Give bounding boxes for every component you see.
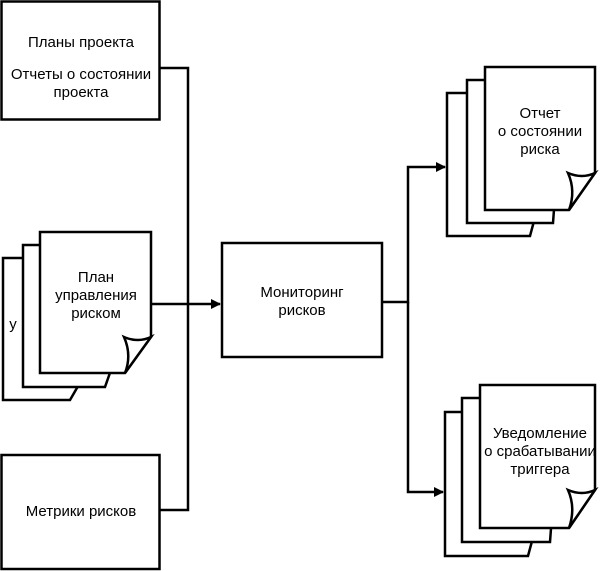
trigger-notification-document: Уведомление о срабатывании триггера: [443, 383, 599, 558]
risk-monitoring-process-box: Мониторинг рисков: [220, 241, 384, 359]
svg-text:Уведомление: Уведомление: [493, 425, 587, 442]
svg-text:управления: управления: [55, 287, 137, 304]
svg-text:Отчет: Отчет: [519, 105, 560, 122]
svg-text:риском: риском: [71, 305, 121, 322]
svg-text:Метрики рисков: Метрики рисков: [26, 503, 137, 520]
connectors: [151, 66, 446, 512]
risk-management-plan-document: у План управления риском: [1, 230, 155, 402]
svg-text:риска: риска: [520, 141, 560, 158]
svg-text:План: План: [78, 269, 114, 286]
svg-text:о состоянии: о состоянии: [498, 123, 582, 140]
arrow-to-notification: [406, 302, 444, 497]
svg-text:рисков: рисков: [278, 302, 325, 319]
arrow-to-report: [382, 162, 446, 304]
hidden-fragment-text: у: [9, 316, 17, 333]
risk-status-report-document: Отчет о состоянии риска: [445, 65, 599, 238]
input-bus-line: [160, 66, 190, 512]
project-plans-box: Планы проекта Отчеты о состоянии проекта: [0, 0, 161, 121]
risk-metrics-box: Метрики рисков: [0, 453, 161, 571]
svg-text:Отчеты о состоянии: Отчеты о состоянии: [11, 66, 151, 83]
svg-text:Мониторинг: Мониторинг: [260, 284, 344, 301]
svg-text:Планы проекта: Планы проекта: [28, 34, 135, 51]
svg-text:о срабатывании: о срабатывании: [484, 443, 596, 460]
svg-text:проекта: проекта: [54, 84, 110, 101]
svg-text:триггера: триггера: [510, 461, 570, 478]
